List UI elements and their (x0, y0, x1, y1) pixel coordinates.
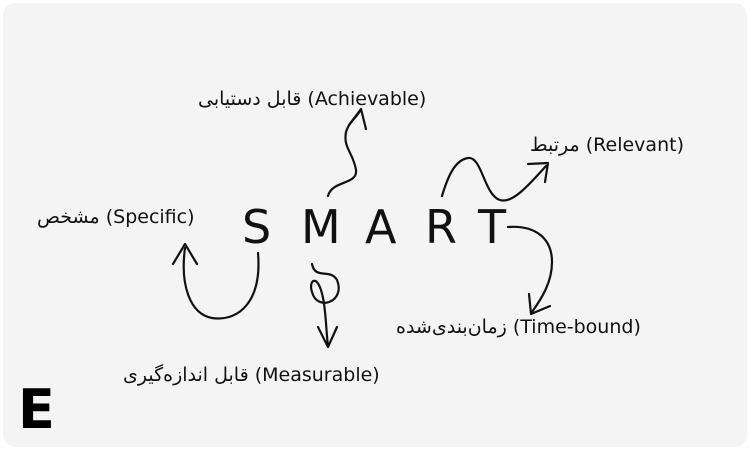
arrow-achievable (326, 109, 362, 198)
label-specific: مشخص (Specific) (37, 205, 195, 229)
arrow-time-bound (506, 225, 554, 314)
letter-m: M (301, 200, 341, 254)
label-specific-en: (Specific) (105, 206, 195, 228)
arrow-measurable (310, 262, 340, 348)
arrowhead-measurable (316, 325, 339, 349)
label-relevant-en: (Relevant) (585, 134, 684, 156)
arrows-layer (171, 107, 554, 349)
label-achievable-fa: قابل دستیابی (198, 88, 302, 110)
label-measurable-fa: قابل اندازه‌گیری (123, 364, 249, 386)
letter-s: S (242, 200, 272, 254)
letter-t: T (478, 200, 507, 254)
diagram-canvas: S M A R T قابل دستیابی (Achievable) مرتب… (3, 3, 747, 447)
brand-logo: E (18, 378, 55, 441)
label-achievable: قابل دستیابی (Achievable) (198, 87, 426, 111)
arrowhead-specific (171, 242, 199, 266)
label-relevant-fa: مرتبط (530, 134, 580, 156)
label-measurable-en: (Measurable) (254, 364, 380, 386)
arrowhead-time-bound (527, 292, 552, 316)
arrow-relevant (440, 156, 548, 202)
arrowhead-achievable (347, 107, 368, 131)
label-time-bound: زمان‌بندی‌شده (Time-bound) (396, 315, 641, 339)
arrow-specific (182, 246, 260, 320)
letter-a: A (365, 200, 397, 254)
letter-r: R (425, 200, 457, 254)
label-time-bound-fa: زمان‌بندی‌شده (396, 316, 507, 338)
label-relevant: مرتبط (Relevant) (530, 133, 684, 157)
label-measurable: قابل اندازه‌گیری (Measurable) (123, 363, 380, 387)
label-specific-fa: مشخص (37, 206, 100, 228)
arrowhead-relevant (526, 161, 550, 184)
label-time-bound-en: (Time-bound) (512, 316, 641, 338)
label-achievable-en: (Achievable) (307, 88, 427, 110)
